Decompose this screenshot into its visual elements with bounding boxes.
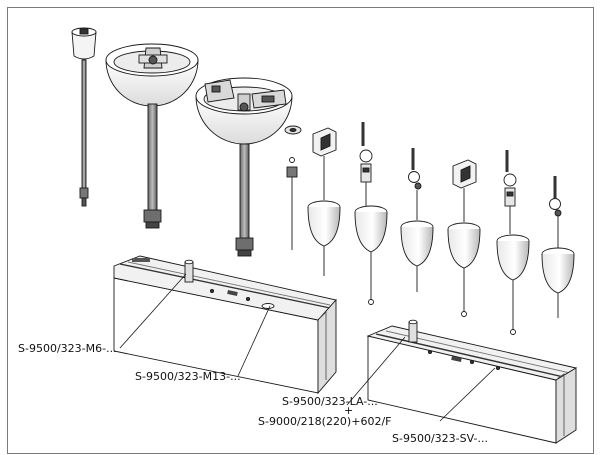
glass-panel-left	[113, 255, 337, 395]
pendant-set-5	[496, 150, 530, 335]
washer	[284, 125, 302, 135]
label-sv: S-9500/323-SV-...	[392, 432, 488, 445]
ceiling-dome-medium	[105, 43, 199, 229]
pendant-rod-small	[71, 27, 97, 207]
ceiling-dome-large	[195, 77, 293, 257]
label-f: S-9000/218(220)+602/F	[258, 415, 391, 428]
label-m6: S-9500/323-M6-...	[18, 342, 117, 355]
pendant-set-6	[541, 176, 575, 318]
label-m13: S-9500/323-M13-...	[135, 370, 241, 383]
leader-lines	[119, 273, 496, 422]
cable-gripper-small	[286, 157, 298, 250]
label-la: S-9500/323-LA-...	[282, 395, 378, 408]
pendant-set-1	[307, 127, 341, 276]
label-plus: +	[344, 404, 353, 417]
pendant-set-2	[354, 122, 388, 305]
pendant-set-4	[447, 159, 481, 317]
pendant-set-3	[400, 148, 434, 292]
glass-panel-right	[366, 319, 578, 444]
